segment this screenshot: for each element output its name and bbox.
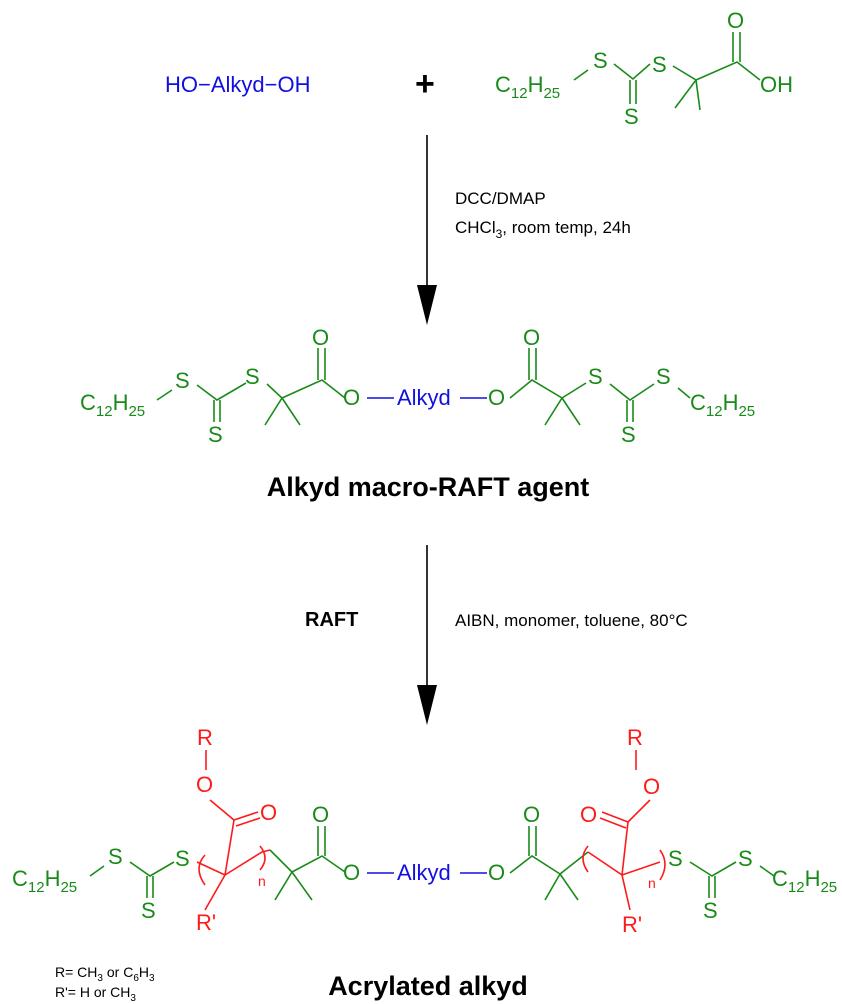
o-atom: O	[196, 772, 213, 797]
r-prime-group: R'	[196, 910, 216, 935]
product-name: Acrylated alkyd	[328, 971, 528, 1001]
plus-sign: +	[415, 65, 435, 103]
alkyd-core: Alkyd	[397, 385, 451, 410]
r-prime-group: R'	[622, 912, 642, 937]
o-atom: O	[523, 325, 540, 350]
o-atom: O	[260, 800, 277, 825]
s-atom: S	[175, 368, 190, 393]
alkyd-core: Alkyd	[397, 860, 451, 885]
c12h25-label: C12H25	[80, 390, 145, 420]
c12h25-label: C12H25	[690, 390, 755, 420]
acrylated-alkyd: C12H25 S S S O O R R' n O O Alkyd O O	[12, 725, 837, 937]
o-atom: O	[312, 802, 329, 827]
c12h25-label: C12H25	[495, 72, 560, 102]
oh-group: OH	[760, 72, 793, 97]
s-atom: S	[593, 48, 608, 73]
s-atom: S	[621, 422, 636, 447]
macro-raft-agent: C12H25 S S S O O Alkyd O O S S S C12H25	[80, 325, 755, 447]
o-atom: O	[580, 802, 597, 827]
s-atom: S	[175, 846, 190, 871]
c12h25-label: C12H25	[12, 866, 77, 896]
o-atom: O	[312, 325, 329, 350]
r-group: R	[197, 725, 213, 750]
s-atom: S	[738, 846, 753, 871]
legend-r-prime: R'= H or CH3	[55, 984, 136, 1004]
o-atom: O	[727, 8, 744, 33]
c12h25-label: C12H25	[772, 866, 837, 896]
alkyd-diol: HO−Alkyd−OH	[165, 72, 311, 97]
o-atom: O	[488, 385, 505, 410]
reaction-arrow-2	[417, 545, 437, 725]
s-atom: S	[108, 844, 123, 869]
o-atom: O	[523, 802, 540, 827]
o-atom: O	[643, 774, 660, 799]
s-atom: S	[624, 104, 639, 129]
step1-conditions-line1: DCC/DMAP	[455, 189, 546, 208]
s-atom: S	[141, 898, 156, 923]
s-atom: S	[652, 52, 667, 77]
reaction-arrow-1	[417, 135, 437, 325]
step2-label: RAFT	[305, 609, 358, 631]
repeat-n: n	[648, 875, 656, 891]
macro-raft-agent-name: Alkyd macro-RAFT agent	[267, 472, 590, 502]
s-atom: S	[703, 898, 718, 923]
step2-conditions: AIBN, monomer, toluene, 80°C	[455, 611, 688, 630]
o-atom: O	[343, 860, 360, 885]
r-group: R	[627, 725, 643, 750]
s-atom: S	[245, 364, 260, 389]
s-atom: S	[588, 364, 603, 389]
raft-cta: C12H25 S S S O OH	[495, 8, 793, 129]
step1-conditions-line2: CHCl3, room temp, 24h	[455, 218, 631, 241]
o-atom: O	[488, 860, 505, 885]
s-atom: S	[656, 364, 671, 389]
legend-r: R= CH3 or C6H3	[55, 964, 155, 984]
repeat-n: n	[258, 873, 266, 889]
o-atom: O	[343, 385, 360, 410]
s-atom: S	[668, 846, 683, 871]
s-atom: S	[208, 422, 223, 447]
